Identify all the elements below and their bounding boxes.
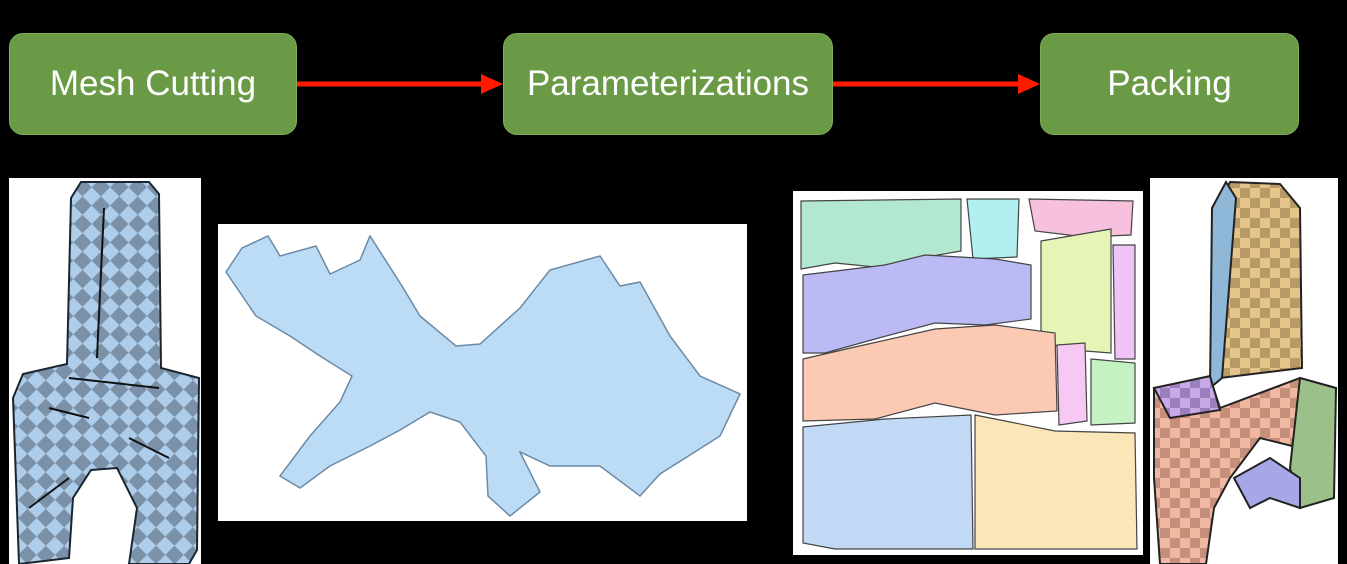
parameterizations-step: Parameterizations (503, 33, 833, 135)
arrow-2-icon (833, 74, 1040, 94)
mesh-cutting-label: Mesh Cutting (49, 64, 257, 103)
mesh-after-image (1150, 178, 1338, 564)
packing-step: Packing (1040, 33, 1299, 135)
parameterizations-label: Parameterizations (526, 64, 810, 103)
mesh-cutting-step: Mesh Cutting (9, 33, 297, 135)
arrow-1-icon (297, 74, 503, 94)
packing-label: Packing (1107, 64, 1232, 103)
uv-packed-atlas-image (792, 190, 1144, 556)
mesh-before-image (9, 178, 201, 564)
uv-single-chart-image (217, 223, 748, 522)
